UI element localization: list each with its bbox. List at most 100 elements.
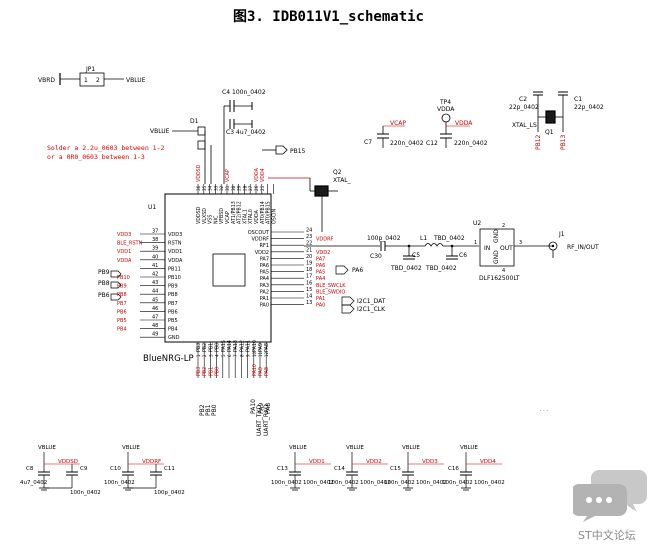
cap-net-label: VDDSD bbox=[58, 459, 78, 465]
ic-right-pin-num: 20 bbox=[306, 254, 312, 260]
ic-left-net-label: PB7 bbox=[117, 301, 127, 307]
cap-supply-label: VBLUE bbox=[346, 445, 364, 451]
ic-left-pin-name: VDD3 bbox=[168, 232, 182, 238]
ic-left-pin-name: GND bbox=[168, 335, 180, 341]
diode-d1: D1 VBLUE bbox=[150, 118, 212, 184]
svg-text:1: 1 bbox=[84, 77, 88, 84]
svg-text:GND: GND bbox=[493, 250, 500, 264]
cap-value: 100n_0402 bbox=[442, 480, 473, 486]
svg-text:I2C1_CLK: I2C1_CLK bbox=[357, 306, 386, 313]
ic-top-pin-num: 28 bbox=[242, 185, 247, 191]
svg-text:C5: C5 bbox=[412, 252, 420, 259]
cap-net-label: VDD4 bbox=[480, 459, 496, 465]
ic-top-pin-num: 36 bbox=[196, 185, 201, 191]
ic-left-pin-name: PB8 bbox=[168, 292, 178, 298]
ic-bottom-pin-name: PB2 bbox=[202, 343, 208, 352]
ic-top-pin-num: 30 bbox=[231, 185, 236, 191]
ic-right-net-label: PA5 bbox=[316, 270, 325, 276]
svg-text:XTAL_LS: XTAL_LS bbox=[512, 122, 537, 129]
ic-top-pin-num: 33 bbox=[213, 185, 218, 191]
ic-left-pin-num: 40 bbox=[152, 254, 158, 260]
ic-left-pin-num: 38 bbox=[152, 237, 158, 243]
ic-bottom-pins: PB31PB3PB22PB2PB13PB1PB04PB0PA155PA146PA… bbox=[196, 340, 270, 378]
ic-bottom-pin-num: 4 bbox=[215, 354, 220, 357]
svg-text:I2C1_DAT: I2C1_DAT bbox=[357, 298, 386, 305]
cap-value: 100n_0402 bbox=[474, 480, 505, 486]
vblue-label: VBLUE bbox=[126, 77, 146, 84]
ic-left-net-label: VDD1 bbox=[117, 249, 131, 255]
ic-top-pin-num: 35 bbox=[202, 185, 207, 191]
ic-right-pin-name: PA3 bbox=[260, 283, 269, 289]
ic-right-pin-num: 17 bbox=[306, 274, 312, 280]
ic-right-pin-name: PA4 bbox=[260, 276, 269, 282]
cap-net-label: VDD2 bbox=[366, 459, 382, 465]
svg-text:C12: C12 bbox=[426, 140, 438, 147]
ic-bottom-pin-name: PB0 bbox=[215, 343, 221, 352]
ic-right-net-label: VDDRF bbox=[316, 237, 334, 243]
svg-text:L1: L1 bbox=[420, 235, 427, 242]
ic-bottom-pin-num: 7 bbox=[233, 354, 238, 357]
cap-ref: C8 bbox=[26, 466, 34, 472]
pb15-flag: PB15 bbox=[262, 145, 306, 155]
ic-right-pin-name: PA2 bbox=[260, 289, 269, 295]
ic-bottom-net-label: PB3 bbox=[196, 367, 202, 376]
cap-value: 100n_0402 bbox=[384, 480, 415, 486]
svg-text:PA8: PA8 bbox=[265, 403, 272, 414]
cap-ref: C16 bbox=[448, 466, 459, 472]
ic-left-pin-name: RSTN bbox=[168, 241, 182, 247]
ic-right-pin-name: PA7 bbox=[260, 256, 269, 262]
svg-text:22p_0402: 22p_0402 bbox=[509, 104, 539, 111]
ic-bottom-net-label: PA10 bbox=[252, 364, 258, 376]
cap-net-label: VDDRF bbox=[142, 459, 161, 465]
ic-right-pin-name: PA6 bbox=[260, 263, 269, 269]
svg-text:UART_RXD: UART_RXD bbox=[263, 404, 270, 436]
ic-left-net-label: PB9 bbox=[117, 284, 127, 290]
ic-left-pin-name: PB5 bbox=[168, 318, 178, 324]
svg-text:PA6: PA6 bbox=[352, 267, 363, 274]
svg-text:PB9: PB9 bbox=[98, 269, 110, 276]
ic-bottom-pin-num: 3 bbox=[208, 354, 213, 357]
ic-top-pin-name: OSCIN bbox=[271, 208, 277, 224]
ic-bottom-net-label: PB2 bbox=[202, 367, 208, 376]
crystal-q1-group: C2 22p_0402 C1 22p_0402 XTAL_LS Q1 PB12 … bbox=[509, 91, 604, 150]
cap-net-label: VDD3 bbox=[422, 459, 438, 465]
ic-bottom-net-label: PA8 bbox=[264, 367, 270, 376]
ic-top-pin-name: VCAP bbox=[225, 211, 231, 224]
ic-left-net-label: PB8 bbox=[117, 292, 127, 298]
vbrd-label: VBRD bbox=[38, 77, 55, 84]
cap-ref: C10 bbox=[110, 466, 121, 472]
stray-dots: · · · bbox=[540, 408, 548, 414]
svg-text:2: 2 bbox=[502, 223, 505, 229]
ic-bottom-pin-num: 6 bbox=[227, 354, 232, 357]
cap-value: 100n_0402 bbox=[416, 480, 447, 486]
ic-bottom-pin-name: PA10 bbox=[252, 340, 258, 352]
ic-left-pin-num: 47 bbox=[152, 315, 158, 321]
ic-right-pin-num: 14 bbox=[306, 294, 312, 300]
ic-body bbox=[164, 193, 272, 343]
ic-left-pin-num: 44 bbox=[152, 289, 158, 295]
ic-right-net-label: PA4 bbox=[316, 276, 325, 282]
cap-net-label: VDD1 bbox=[309, 459, 325, 465]
ic-right-pin-name: RF1 bbox=[259, 243, 269, 249]
svg-text:22p_0402: 22p_0402 bbox=[574, 104, 604, 111]
svg-text:3: 3 bbox=[519, 240, 522, 246]
ic-left-pin-name: PB4 bbox=[168, 327, 178, 333]
ic-top-pins: VDDSD36VLXSD35VSS34NIC33VFBSD32VCAP31AT1… bbox=[196, 164, 277, 224]
ic-left-pin-name: PB7 bbox=[168, 301, 178, 307]
ic-left-pin-num: 41 bbox=[152, 263, 158, 269]
svg-text:OUT: OUT bbox=[500, 245, 513, 252]
svg-text:C1: C1 bbox=[574, 96, 582, 103]
ic-top-pin-name: VDDA bbox=[254, 209, 260, 224]
ic-right-pin-name: OSCOUT bbox=[248, 230, 270, 236]
svg-text:C30: C30 bbox=[370, 253, 382, 260]
ic-top-pin-name: AT1/PB13 bbox=[231, 201, 237, 224]
ic-top-pin-num: 25 bbox=[260, 185, 265, 191]
ic-bottom-pin-name: PA13 bbox=[233, 340, 239, 352]
svg-text:TBD_0402: TBD_0402 bbox=[425, 265, 457, 272]
cap-value: 100n_0402 bbox=[360, 480, 391, 486]
ic-top-net-label: VDD4 bbox=[260, 168, 266, 182]
ic-top-pin-name: VSS bbox=[208, 215, 214, 224]
ic-top-pin-name: VDDSD bbox=[196, 206, 202, 224]
svg-text:PB2: PB2 bbox=[199, 404, 206, 416]
svg-text:PA10: PA10 bbox=[250, 399, 257, 414]
